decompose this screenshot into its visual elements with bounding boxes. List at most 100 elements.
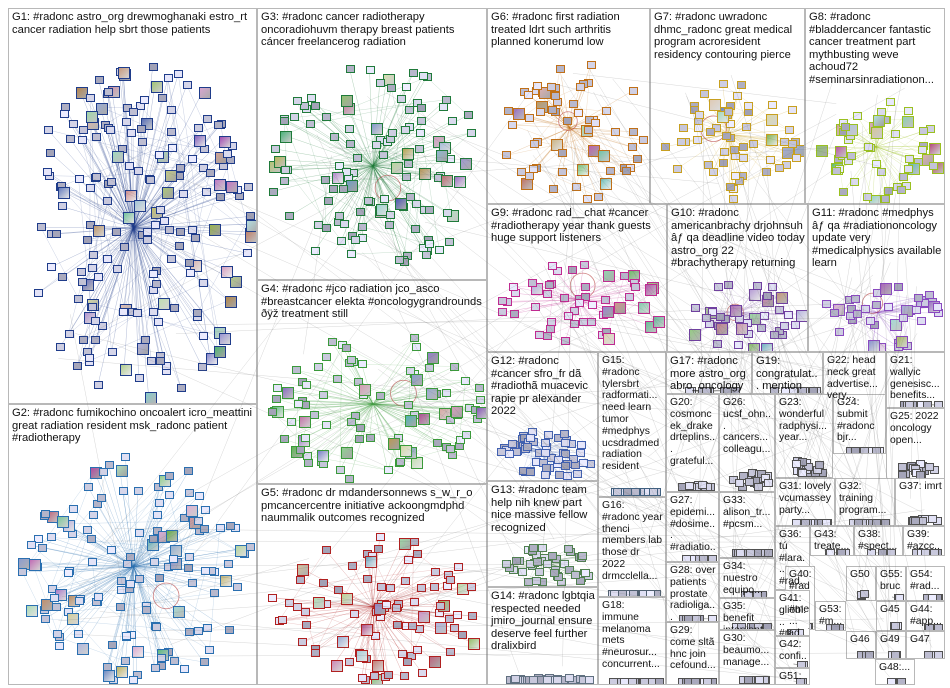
edge [367, 579, 373, 606]
group-label-g15: G15: #radonc tylersbrt radformati... nee… [602, 355, 663, 473]
user-node [587, 61, 596, 69]
user-avatar-node [761, 343, 773, 352]
user-node [382, 601, 391, 609]
user-node [334, 586, 343, 594]
group-label-g54: G54: #rad... [910, 569, 942, 593]
user-node [872, 519, 881, 526]
user-node [47, 263, 56, 271]
user-node [611, 128, 620, 136]
group-panel-g26: G26: ucsf_ohn... cancers... colleagu... [719, 394, 775, 492]
user-node [140, 96, 149, 104]
user-node [899, 173, 908, 181]
user-node [404, 160, 413, 168]
user-node [798, 469, 807, 477]
user-node [92, 133, 101, 141]
user-node [573, 470, 582, 478]
user-node [763, 292, 772, 300]
user-node [784, 311, 793, 319]
user-node [716, 313, 725, 321]
user-node [157, 654, 166, 662]
user-avatar-node [871, 127, 883, 139]
user-node [88, 264, 97, 272]
user-node [673, 165, 682, 173]
user-node [446, 445, 455, 453]
user-node [548, 106, 557, 114]
user-avatar-node [166, 530, 178, 542]
user-avatar-node [246, 220, 257, 232]
user-node [92, 173, 101, 181]
user-node [517, 168, 526, 176]
group-label-g12: G12: #radonc #cancer sfro_fr dã #radioth… [491, 355, 595, 418]
user-node [543, 290, 552, 298]
group-panel-g47: G47 [906, 631, 945, 659]
user-node [129, 676, 138, 684]
user-node [126, 580, 135, 588]
user-node [755, 676, 764, 684]
user-node [246, 212, 255, 220]
user-node [77, 268, 86, 276]
user-node [742, 123, 751, 131]
user-node [184, 467, 193, 475]
user-node [561, 462, 570, 470]
user-avatar-node [730, 305, 742, 317]
user-node [853, 112, 862, 120]
user-node [95, 76, 104, 84]
group-label-g31: G31: lovely vcumassey party... [779, 481, 832, 516]
user-node [152, 280, 161, 288]
user-node [404, 401, 413, 409]
user-node [151, 221, 160, 229]
user-node [294, 400, 303, 408]
user-avatar-node [749, 289, 761, 301]
user-avatar-node [736, 323, 748, 335]
user-node [919, 127, 928, 135]
user-avatar-node [395, 198, 407, 210]
user-node [925, 463, 934, 471]
group-panel-g18: G18: immune melanoma mets #neurosur... c… [598, 597, 666, 685]
user-node [206, 169, 215, 177]
user-node [535, 568, 544, 576]
user-node [724, 108, 733, 116]
user-node [397, 95, 406, 103]
user-avatar-node [313, 597, 325, 609]
user-node [897, 678, 906, 685]
user-node [413, 646, 422, 654]
user-node [155, 574, 164, 582]
user-node [577, 441, 586, 449]
group-panel-g10: G10: #radonc americanbrachy drjohnsuh âƒ… [667, 204, 808, 352]
user-node [85, 354, 94, 362]
user-avatar-node [58, 187, 70, 199]
user-node [860, 590, 869, 598]
user-node [301, 401, 310, 409]
user-node [143, 228, 152, 236]
user-node [744, 102, 753, 110]
user-node [791, 321, 800, 329]
user-node [422, 251, 431, 259]
user-node [877, 168, 886, 176]
group-label-g1: G1: #radonc astro_org drewmoghanaki estr… [12, 11, 254, 36]
user-node [180, 665, 189, 673]
user-node [186, 269, 195, 277]
user-node [153, 511, 162, 519]
user-node [583, 195, 592, 203]
user-node [606, 167, 615, 175]
user-node [861, 305, 870, 313]
user-node [302, 381, 311, 389]
user-node [661, 143, 670, 151]
user-node [311, 649, 320, 657]
user-node [565, 674, 574, 682]
user-node [458, 631, 467, 639]
user-node [169, 555, 178, 563]
user-node [744, 676, 753, 684]
group-panel-g24: G24: submit #radonc bjr... [833, 394, 886, 454]
user-node [735, 479, 744, 487]
user-node [125, 162, 134, 170]
user-avatar-node [280, 131, 292, 143]
user-node [736, 549, 745, 557]
group-panel-g33: G33: alison_tr... #pcsm... [719, 492, 775, 558]
user-node [358, 223, 367, 231]
user-node [372, 141, 381, 149]
user-node [639, 136, 648, 144]
user-node [135, 575, 144, 583]
user-node [106, 126, 115, 134]
